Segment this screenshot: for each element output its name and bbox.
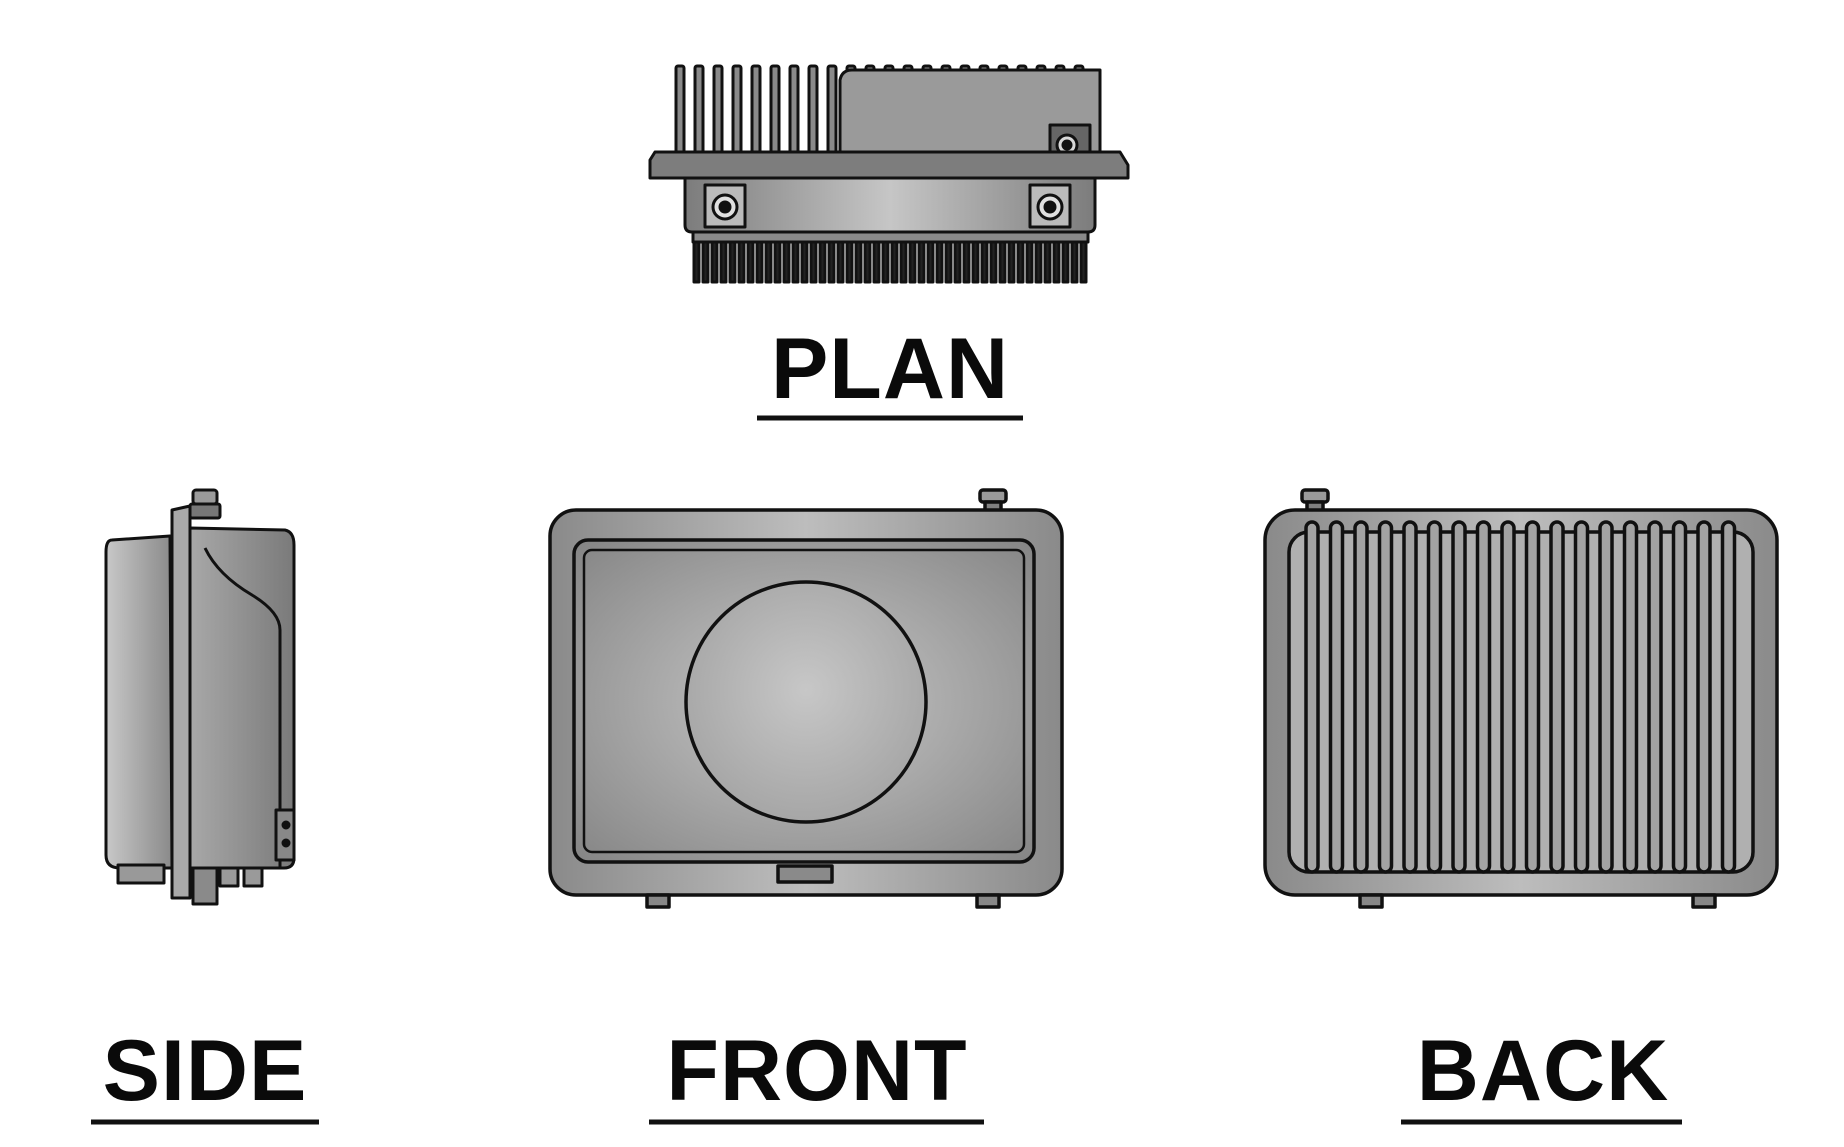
fin bbox=[971, 240, 980, 284]
fin bbox=[1061, 240, 1070, 284]
fin bbox=[755, 240, 764, 284]
fin bbox=[1573, 520, 1590, 874]
fin bbox=[746, 240, 755, 284]
fin bbox=[693, 64, 705, 162]
fin bbox=[1598, 520, 1614, 874]
side-view-drawing bbox=[104, 488, 296, 906]
fin bbox=[800, 240, 809, 284]
fin bbox=[998, 240, 1007, 284]
fin bbox=[1720, 520, 1737, 874]
plan-view-drawing bbox=[648, 64, 1130, 284]
fin bbox=[1696, 520, 1712, 874]
fin bbox=[980, 240, 989, 284]
fin bbox=[1052, 240, 1061, 284]
fin bbox=[908, 240, 917, 284]
fin bbox=[836, 240, 845, 284]
fin bbox=[788, 64, 800, 162]
fin bbox=[826, 64, 838, 162]
plan-label: PLAN bbox=[771, 321, 1009, 417]
fin bbox=[807, 64, 819, 162]
fin bbox=[989, 240, 998, 284]
fin bbox=[935, 240, 944, 284]
fin bbox=[953, 240, 962, 284]
fin bbox=[926, 240, 935, 284]
fin bbox=[728, 240, 737, 284]
fin bbox=[818, 240, 827, 284]
fin bbox=[1475, 520, 1492, 874]
fin bbox=[710, 240, 719, 284]
plan-bottom-fins bbox=[692, 240, 1088, 284]
fin bbox=[1500, 520, 1516, 874]
fin bbox=[773, 240, 782, 284]
fin bbox=[809, 240, 818, 284]
view-labels: PLAN SIDE FRONT BACK bbox=[91, 321, 1682, 1125]
fin bbox=[1426, 520, 1443, 874]
fin bbox=[1622, 520, 1639, 874]
fin bbox=[890, 240, 899, 284]
fin bbox=[872, 240, 881, 284]
front-view-drawing bbox=[548, 488, 1064, 909]
fin bbox=[863, 240, 872, 284]
fin bbox=[692, 240, 701, 284]
fin bbox=[712, 64, 724, 162]
fin bbox=[701, 240, 710, 284]
fin bbox=[1304, 520, 1320, 874]
fin bbox=[1079, 240, 1088, 284]
fin bbox=[1034, 240, 1043, 284]
back-view-drawing bbox=[1263, 488, 1779, 909]
fin bbox=[769, 64, 781, 162]
fin bbox=[1025, 240, 1034, 284]
fin bbox=[1671, 520, 1688, 874]
fin bbox=[1328, 520, 1345, 874]
fin bbox=[1377, 520, 1394, 874]
fin bbox=[845, 240, 854, 284]
fin bbox=[1043, 240, 1052, 284]
fin bbox=[764, 240, 773, 284]
fin bbox=[854, 240, 863, 284]
fin bbox=[1353, 520, 1369, 874]
fin bbox=[791, 240, 800, 284]
fin bbox=[1647, 520, 1663, 874]
fin bbox=[962, 240, 971, 284]
back-fins bbox=[1304, 520, 1737, 874]
fin bbox=[944, 240, 953, 284]
fin bbox=[1070, 240, 1079, 284]
fin bbox=[1451, 520, 1467, 874]
fin bbox=[719, 240, 728, 284]
back-label: BACK bbox=[1417, 1023, 1669, 1119]
fin bbox=[731, 64, 743, 162]
side-label: SIDE bbox=[103, 1023, 308, 1119]
fin bbox=[1007, 240, 1016, 284]
fin bbox=[881, 240, 890, 284]
fin bbox=[1549, 520, 1565, 874]
fin bbox=[737, 240, 746, 284]
fin bbox=[782, 240, 791, 284]
fin bbox=[1402, 520, 1418, 874]
fin bbox=[674, 64, 686, 162]
front-label: FRONT bbox=[666, 1023, 967, 1119]
fin bbox=[1016, 240, 1025, 284]
fin bbox=[917, 240, 926, 284]
fin bbox=[827, 240, 836, 284]
fin bbox=[899, 240, 908, 284]
fin bbox=[1524, 520, 1541, 874]
fin bbox=[750, 64, 762, 162]
